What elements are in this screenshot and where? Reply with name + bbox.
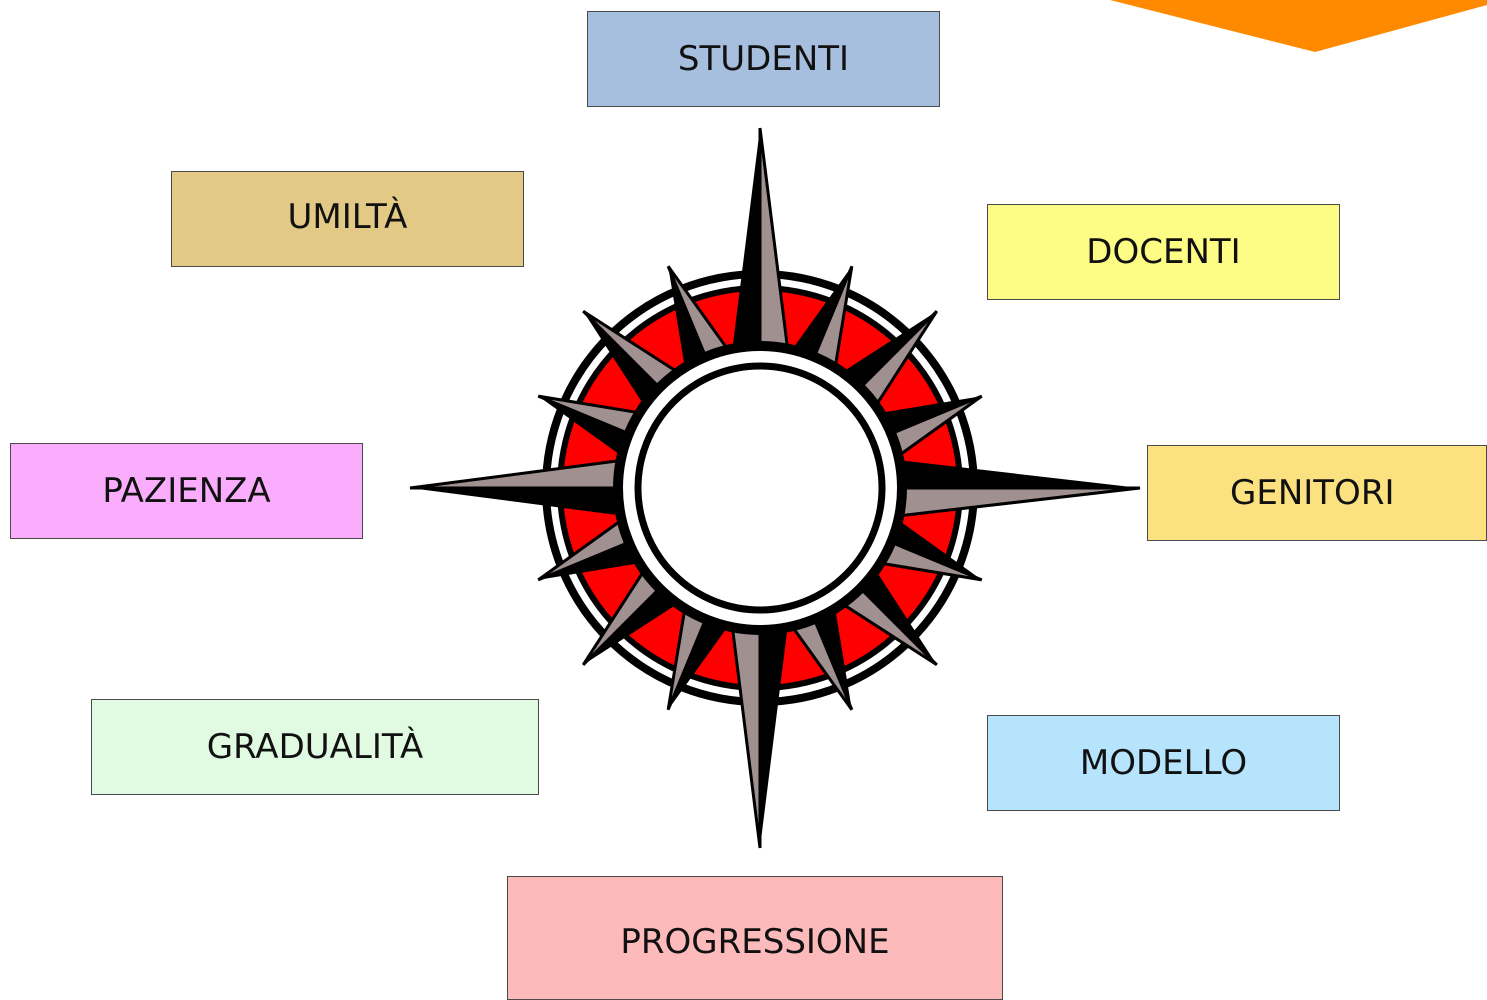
label-modello-text: MODELLO bbox=[1079, 743, 1248, 783]
compass-spike-east-dark bbox=[880, 458, 1140, 488]
compass-spike-west-light bbox=[409, 456, 642, 490]
label-umilta: UMILTÀ bbox=[171, 171, 524, 267]
compass-spike-north-dark bbox=[730, 128, 760, 368]
compass-spike-north-light bbox=[758, 127, 792, 370]
compass-spike-5-dark bbox=[876, 508, 982, 580]
compass-spike-9-dark bbox=[668, 604, 740, 710]
label-genitori-text: GENITORI bbox=[1230, 473, 1395, 513]
label-umilta-text: UMILTÀ bbox=[287, 197, 408, 237]
compass-spike-south-dark bbox=[760, 608, 790, 848]
compass-center bbox=[634, 362, 886, 614]
label-gradualita: GRADUALITÀ bbox=[91, 699, 539, 795]
label-progressione: PROGRESSIONE bbox=[507, 876, 1003, 1000]
label-pazienza: PAZIENZA bbox=[10, 443, 363, 539]
label-docenti-text: DOCENTI bbox=[1086, 232, 1241, 272]
label-modello: MODELLO bbox=[987, 715, 1340, 811]
label-progressione-text: PROGRESSIONE bbox=[620, 922, 890, 962]
compass-spike-13-dark bbox=[538, 396, 644, 468]
compass-spike-east-light bbox=[878, 486, 1141, 520]
compass-spike-west-dark bbox=[410, 488, 640, 518]
label-studenti: STUDENTI bbox=[587, 11, 940, 107]
label-studenti-text: STUDENTI bbox=[677, 39, 850, 79]
orange-accent-shape bbox=[1110, 0, 1487, 52]
label-gradualita-text: GRADUALITÀ bbox=[206, 727, 424, 767]
compass-spike-south-light bbox=[728, 606, 762, 849]
label-genitori: GENITORI bbox=[1147, 445, 1487, 541]
compass-spike-1-dark bbox=[780, 266, 852, 372]
label-pazienza-text: PAZIENZA bbox=[102, 471, 271, 511]
label-docenti: DOCENTI bbox=[987, 204, 1340, 300]
